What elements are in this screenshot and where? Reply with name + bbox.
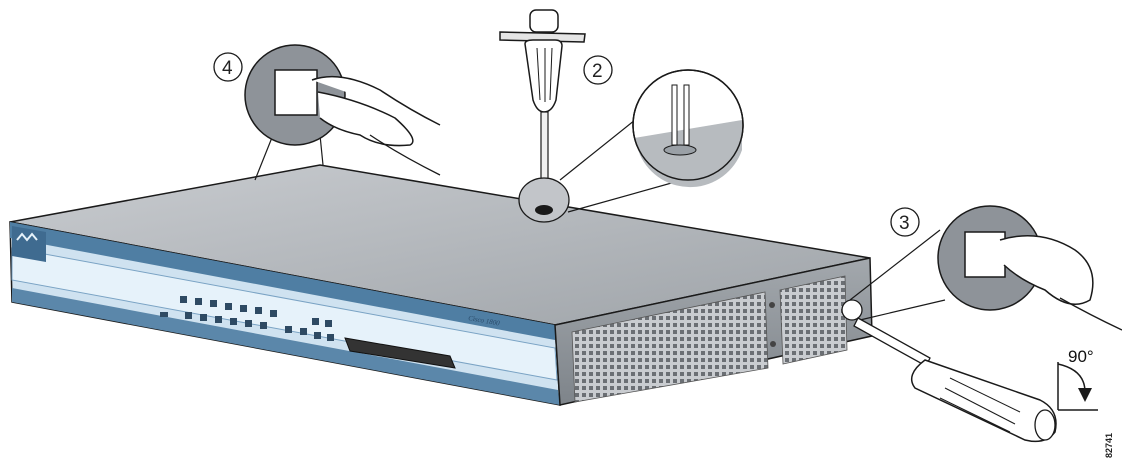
cover-tab: [275, 70, 317, 115]
side-screw-hole: [770, 341, 776, 347]
figure-id: 82741: [1104, 433, 1114, 458]
cover-tab: [965, 232, 1005, 277]
callout-3-group: 3 90°: [842, 206, 1122, 441]
cisco-logo-block: [12, 226, 46, 262]
magnifier-icon: [633, 70, 743, 187]
router-side-grille-right: [780, 276, 847, 364]
rotation-angle-label: 90°: [1068, 347, 1094, 366]
callout-4-label: 4: [222, 58, 233, 79]
callout-3-label: 3: [899, 213, 910, 234]
side-screw-hole: [769, 302, 775, 308]
callout-4-group: 4: [214, 45, 440, 180]
rotation-arrow-icon: [1058, 362, 1098, 410]
screwdriver-icon: [500, 10, 585, 192]
callout-2-label: 2: [592, 61, 603, 82]
router-chassis: Cisco 1800: [10, 165, 872, 405]
callout-2-group: 2: [500, 10, 743, 222]
screw-hole: [535, 205, 553, 215]
screw-highlight-circle: [519, 178, 569, 222]
screwdriver-icon: [854, 318, 1056, 441]
side-tab-highlight: [842, 300, 862, 320]
